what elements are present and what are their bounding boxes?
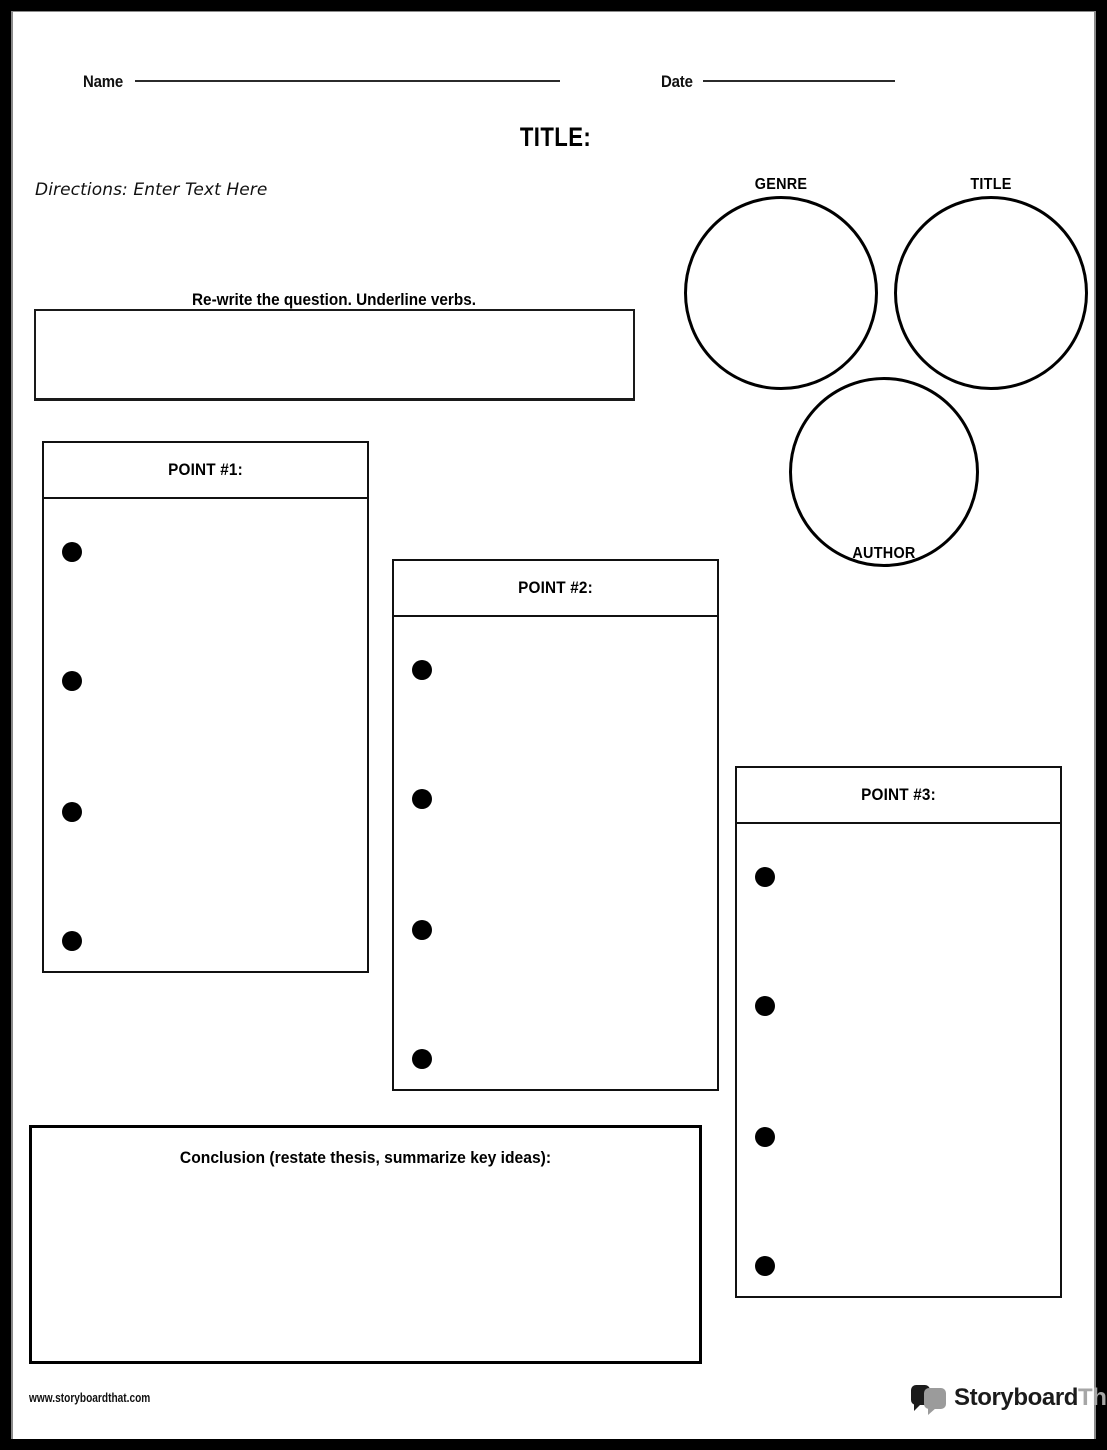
bullet-icon (62, 802, 82, 822)
point-3-header-label: POINT #3: (861, 785, 936, 804)
date-field[interactable]: Date (661, 72, 896, 92)
footer-website-url[interactable]: www.storyboardthat.com (29, 1390, 151, 1405)
circle-label-genre: GENRE (754, 176, 808, 193)
point-box-2: POINT #2: (392, 559, 719, 1091)
bullet-icon (62, 542, 82, 562)
bullet-icon (755, 996, 775, 1016)
date-label: Date (661, 72, 693, 91)
point-box-1: POINT #1: (42, 441, 369, 973)
bullet-icon (412, 660, 432, 680)
point-1-header-label: POINT #1: (168, 460, 243, 479)
directions-text: Directions: Enter Text Here (35, 180, 268, 200)
name-write-line[interactable] (134, 80, 560, 82)
bullet-icon (412, 920, 432, 940)
speech-bubble-icon (911, 1384, 947, 1415)
conclusion-heading: Conclusion (restate thesis, summarize ke… (179, 1148, 552, 1167)
bullet-icon (62, 931, 82, 951)
point-2-body[interactable] (394, 617, 717, 1087)
name-label: Name (83, 72, 124, 91)
point-1-body[interactable] (44, 499, 367, 969)
circle-label-title: TITLE (970, 176, 1012, 193)
page-title: TITLE: (519, 122, 592, 152)
point-1-header: POINT #1: (44, 443, 367, 499)
circle-author[interactable] (789, 377, 979, 567)
name-field[interactable]: Name (83, 72, 560, 92)
point-3-body[interactable] (737, 824, 1060, 1294)
point-box-3: POINT #3: (735, 766, 1062, 1298)
page-canvas: Name Date TITLE: Directions: Enter Text … (11, 11, 1107, 1439)
circle-genre[interactable] (684, 196, 878, 390)
point-2-header-label: POINT #2: (518, 578, 593, 597)
bullet-icon (755, 1127, 775, 1147)
bullet-icon (412, 1049, 432, 1069)
storyboardthat-logo[interactable]: Storyboard That (911, 1384, 1107, 1415)
bullet-icon (755, 867, 775, 887)
bullet-icon (755, 1256, 775, 1276)
question-heading: Re-write the question. Underline verbs. (192, 290, 476, 309)
point-2-header: POINT #2: (394, 561, 717, 617)
point-3-header: POINT #3: (737, 768, 1060, 824)
bullet-icon (412, 789, 432, 809)
question-answer-box[interactable] (34, 309, 635, 401)
brand-name-secondary: That (1078, 1384, 1107, 1411)
date-write-line[interactable] (703, 80, 896, 82)
circle-label-author: AUTHOR (852, 545, 916, 562)
conclusion-box[interactable]: Conclusion (restate thesis, summarize ke… (29, 1125, 702, 1364)
speech-bubble-front-icon (924, 1388, 946, 1415)
circle-title[interactable] (894, 196, 1088, 390)
bullet-icon (62, 671, 82, 691)
brand-name-primary: Storyboard (954, 1384, 1079, 1411)
